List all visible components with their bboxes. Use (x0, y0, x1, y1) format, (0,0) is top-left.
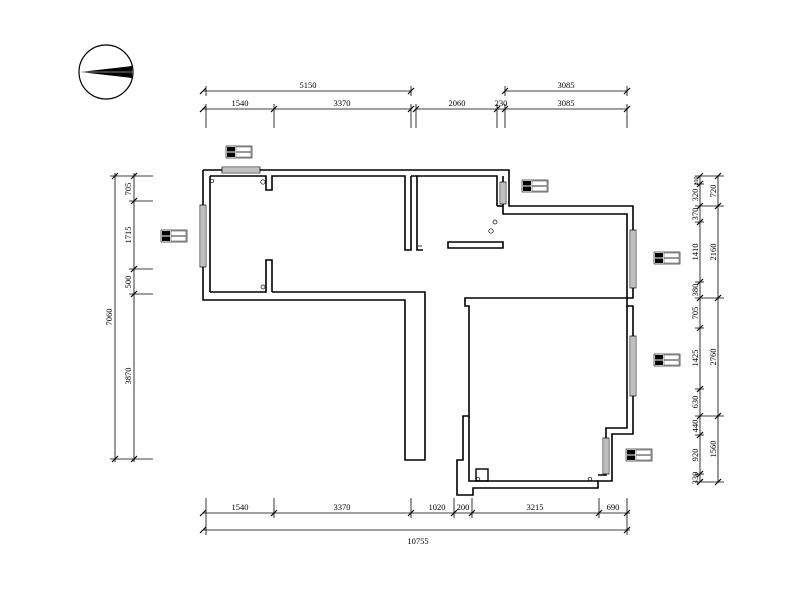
windows (199, 166, 637, 475)
dim-right-inner-9: 440 (690, 420, 700, 433)
window-southeast (602, 437, 610, 475)
dim-bottom-5: 3215 (527, 502, 544, 512)
dim-top-inner-5: 3085 (558, 98, 575, 108)
dim-right-inner-11: 330 (690, 472, 700, 485)
dim-top-inner-4: 230 (495, 98, 508, 108)
drain-icon (260, 179, 266, 185)
dim-right-outer-1: 720 (708, 185, 718, 198)
top-dimensions: 5150 3085 1540 3370 2060 230 3085 (199, 80, 631, 128)
kitchen-box (475, 468, 489, 482)
dim-bottom-3: 1020 (429, 502, 446, 512)
window-north-right (499, 181, 507, 205)
dim-right-inner-1: 200 (694, 177, 700, 186)
outer-wall-west (202, 170, 426, 461)
walls (202, 169, 634, 496)
dim-left-3: 500 (123, 276, 133, 289)
dim-top-inner-2: 3370 (334, 98, 351, 108)
window-spec-tag-icon (653, 353, 681, 367)
window-spec-tag-icon (160, 229, 188, 243)
dim-right-inner-7: 1425 (690, 350, 700, 367)
dim-left-2: 1715 (123, 227, 133, 244)
window-east-lower (629, 335, 637, 397)
dim-right-inner-5: 380 (690, 284, 700, 297)
dim-top-inner-1: 1540 (232, 98, 249, 108)
dim-left-total: 7060 (104, 309, 114, 326)
dim-right-inner-10: 920 (690, 449, 700, 462)
dim-right-inner-8: 630 (690, 396, 700, 409)
dim-left-4: 3870 (123, 368, 133, 385)
window-spec-tag-icon (653, 251, 681, 265)
outer-wall (203, 169, 634, 496)
dim-right-inner-4: 1410 (690, 244, 700, 261)
window-west (199, 204, 207, 268)
window-spec-tag-icon (225, 145, 253, 159)
dim-right-outer-4: 1560 (708, 441, 718, 458)
right-dimensions: 720 2160 2760 1560 200 320 370 1410 380 … (690, 172, 724, 486)
window-north-left (221, 166, 261, 174)
dim-right-inner-2: 320 (690, 189, 700, 202)
dim-left-1: 705 (123, 183, 133, 196)
window-east-upper (629, 229, 637, 289)
dim-right-outer-3: 2760 (708, 349, 718, 366)
dim-top-outer-1: 5150 (300, 80, 317, 90)
dim-top-inner-3: 2060 (449, 98, 466, 108)
north-arrow-compass-icon (78, 44, 134, 100)
dim-bottom-total: 10755 (407, 536, 428, 546)
dim-bottom-2: 3370 (334, 502, 351, 512)
window-spec-tag-icon (521, 179, 549, 193)
window-spec-tag-icon (625, 448, 653, 462)
bottom-dimensions: 1540 3370 1020 200 3215 690 10755 (199, 498, 631, 546)
dim-bottom-1: 1540 (232, 502, 249, 512)
left-dimensions: 7060 705 1715 500 3870 (104, 172, 153, 463)
window-spec-tags (160, 145, 681, 462)
dim-bottom-4: 200 (457, 502, 470, 512)
dim-right-inner-3: 370 (690, 208, 700, 221)
dim-bottom-6: 690 (607, 502, 620, 512)
dim-right-inner-6: 705 (690, 307, 700, 320)
dim-right-outer-2: 2160 (708, 244, 718, 261)
dim-top-outer-2: 3085 (558, 80, 575, 90)
